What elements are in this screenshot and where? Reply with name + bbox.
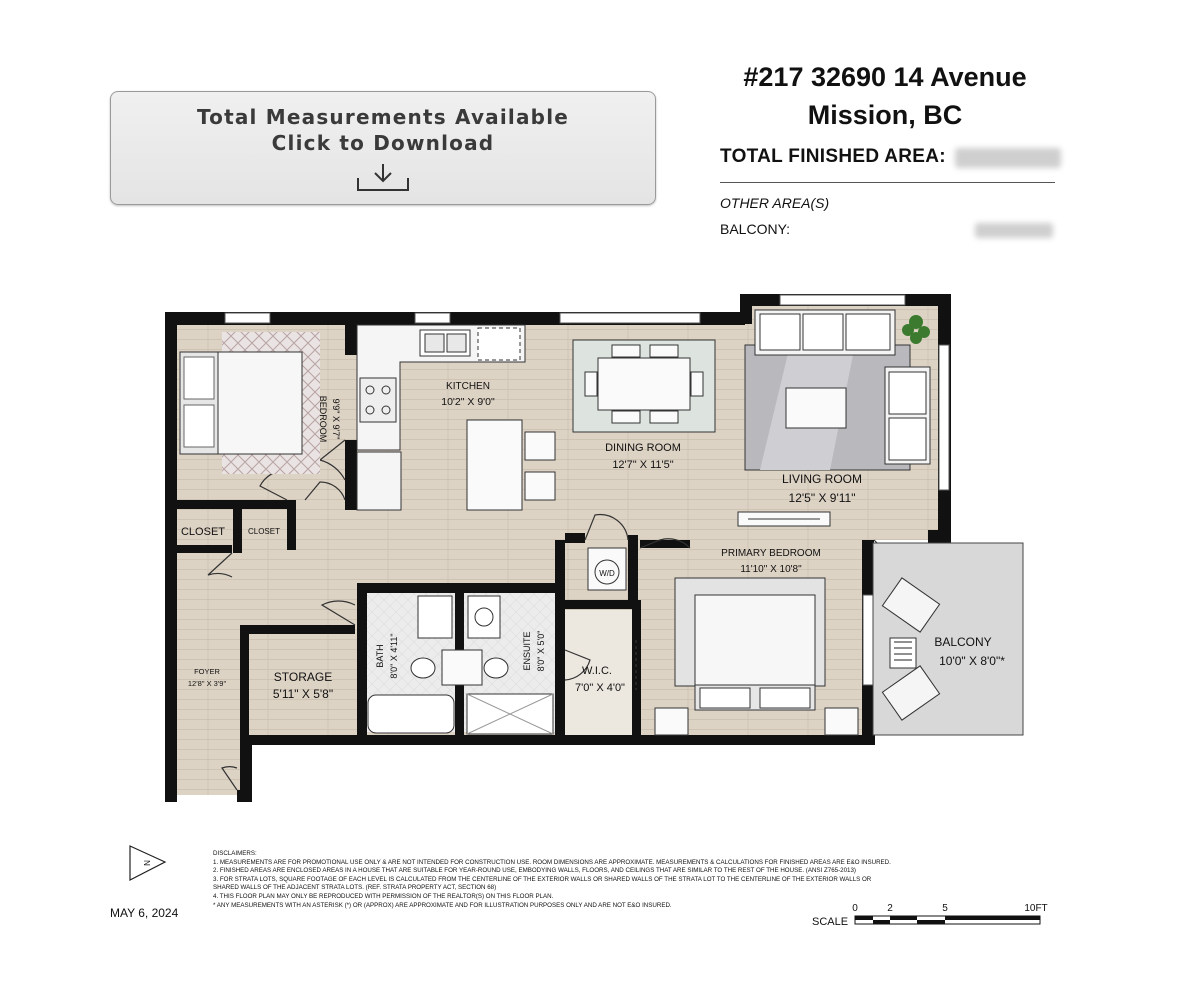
disclaimers-title: DISCLAIMERS: bbox=[213, 850, 257, 857]
closet-2-name: CLOSET bbox=[248, 527, 280, 536]
bath-name: BATH bbox=[375, 644, 385, 667]
redacted-balcony-value bbox=[975, 223, 1053, 238]
wic-name: W.I.C. bbox=[582, 665, 612, 677]
scale-tick-2: 2 bbox=[887, 903, 893, 914]
foyer-name: FOYER bbox=[194, 667, 220, 676]
download-button[interactable]: Total Measurements Available Click to Do… bbox=[110, 91, 656, 205]
redacted-area-value bbox=[955, 148, 1061, 168]
kitchen-fixtures bbox=[356, 324, 556, 511]
primary-bedroom-furniture bbox=[587, 547, 859, 736]
dining-name: DINING ROOM bbox=[605, 442, 681, 454]
doors bbox=[207, 439, 906, 791]
disclaimer-line: 3. FOR STRATA LOTS, SQUARE FOOTAGE OF EA… bbox=[213, 875, 872, 883]
address-line-1: #217 32690 14 Avenue bbox=[743, 62, 1027, 92]
bath-fixtures bbox=[367, 595, 554, 735]
primary-bedroom-dims: 11'10" X 10'8" bbox=[740, 564, 802, 575]
other-areas-label: OTHER AREA(S) bbox=[720, 195, 830, 211]
balcony-area-label: BALCONY: bbox=[720, 221, 791, 237]
living-dims: 12'5" X 9'11" bbox=[789, 491, 856, 505]
plan-date: MAY 6, 2024 bbox=[110, 906, 179, 920]
dining-furniture bbox=[572, 339, 716, 433]
scale-bar: SCALE 0 2 5 10FT bbox=[812, 903, 1048, 928]
kitchen-name: KITCHEN bbox=[446, 381, 490, 392]
ensuite-name: ENSUITE bbox=[522, 631, 532, 670]
storage-name: STORAGE bbox=[274, 670, 332, 684]
download-line-1: Total Measurements Available bbox=[196, 105, 570, 129]
wd-label: W/D bbox=[599, 569, 615, 578]
disclaimer-line: 2. FINISHED AREAS ARE ENCLOSED AREAS IN … bbox=[213, 867, 856, 875]
dining-dims: 12'7" X 11'5" bbox=[612, 459, 673, 471]
kitchen-dims: 10'2" X 9'0" bbox=[441, 396, 495, 408]
foyer-dims: 12'8" X 3'9" bbox=[188, 679, 227, 688]
primary-bedroom-name: PRIMARY BEDROOM bbox=[721, 548, 821, 559]
bedroom-name: BEDROOM bbox=[318, 396, 328, 443]
closet-1-name: CLOSET bbox=[181, 526, 225, 538]
disclaimers: DISCLAIMERS: 1. MEASUREMENTS ARE FOR PRO… bbox=[213, 850, 1053, 910]
scale-label: SCALE bbox=[812, 916, 848, 928]
disclaimer-line: 4. THIS FLOOR PLAN MAY ONLY BE REPRODUCE… bbox=[213, 892, 554, 900]
north-arrow-icon: N bbox=[129, 845, 167, 881]
download-icon bbox=[357, 164, 409, 191]
plant-icon bbox=[902, 315, 930, 344]
bedroom-furniture bbox=[179, 332, 320, 474]
balcony-dims: 10'0" X 8'0"* bbox=[939, 654, 1005, 668]
living-name: LIVING ROOM bbox=[782, 472, 862, 486]
disclaimer-line: SHARED WALLS OF THE ADJACENT STRATA LOTS… bbox=[213, 884, 497, 892]
address-line-2: Mission, BC bbox=[807, 100, 963, 130]
balcony-furniture bbox=[872, 542, 1024, 736]
disclaimer-line: * ANY MEASUREMENTS WITH AN ASTERISK (*) … bbox=[213, 901, 672, 909]
total-finished-area-label: TOTAL FINISHED AREA: bbox=[720, 146, 946, 167]
windows bbox=[224, 294, 950, 686]
scale-tick-5: 5 bbox=[942, 903, 948, 914]
storage-dims: 5'11" X 5'8" bbox=[273, 687, 333, 701]
ensuite-dims: 8'0" X 5'0" bbox=[536, 631, 546, 672]
disclaimer-line: 1. MEASUREMENTS ARE FOR PROMOTIONAL USE … bbox=[213, 858, 891, 866]
balcony-name: BALCONY bbox=[934, 635, 991, 649]
compass-letter: N bbox=[143, 860, 152, 866]
bath-dims: 8'0" X 4'11" bbox=[389, 633, 399, 678]
bedroom-dims: 9'9" X 9'7" bbox=[331, 399, 341, 440]
divider bbox=[720, 182, 1055, 183]
scale-tick-0: 0 bbox=[852, 903, 858, 914]
room-labels: KITCHEN 10'2" X 9'0" DINING ROOM 12'7" X… bbox=[181, 381, 1005, 701]
wic-dims: 7'0" X 4'0" bbox=[575, 682, 625, 694]
download-line-2: Click to Download bbox=[271, 131, 495, 155]
living-furniture bbox=[737, 309, 931, 527]
scale-tick-10: 10FT bbox=[1024, 903, 1047, 914]
